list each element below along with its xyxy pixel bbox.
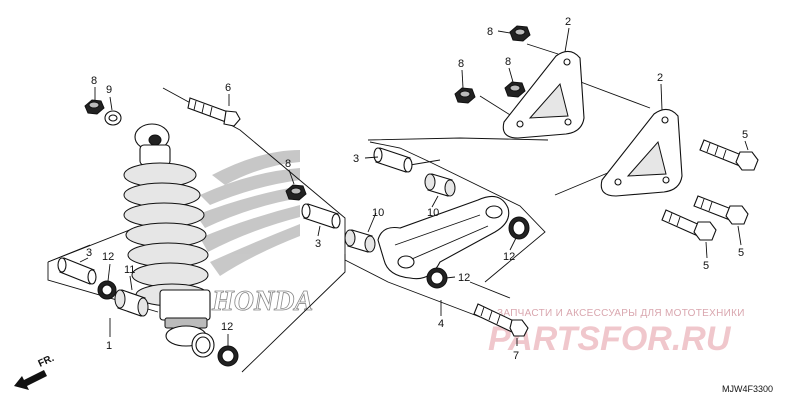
- dust-seal-bottom-2: [217, 345, 239, 367]
- callout-bolt-5-upper: 5: [742, 129, 748, 141]
- shock-link-4: [377, 195, 510, 280]
- callout-washer-9: 9: [106, 84, 112, 96]
- callout-seal-12: 12: [102, 251, 114, 263]
- callout-collar-3-top: 3: [353, 153, 359, 165]
- dust-seal-link-bottom: [426, 267, 448, 289]
- callout-bracket-2-lower: 2: [657, 72, 663, 84]
- honda-wing-logo: [196, 150, 300, 276]
- watermark-text: ЗАПЧАСТИ И АКСЕССУАРЫ ДЛЯ МОТОТЕХНИКИ: [497, 308, 745, 319]
- nut-top-right: [509, 25, 531, 42]
- callout-nut-8: 8: [91, 75, 97, 87]
- front-direction-marker: FR.: [14, 353, 56, 390]
- bolt-5-middle: [693, 195, 749, 225]
- nut-right-a: [454, 87, 476, 104]
- bolt-7: [473, 303, 529, 337]
- bracket-group-outline: [367, 43, 651, 196]
- bolt-5-upper: [699, 139, 759, 171]
- callout-bolt-6: 6: [225, 82, 231, 94]
- callout-nut-8-right-b: 8: [505, 56, 511, 68]
- honda-brand-mark: HONDA: [211, 286, 313, 317]
- callout-bolt-5-lower: 5: [703, 260, 709, 272]
- rear-shock-absorber: [123, 123, 211, 347]
- callout-bolt-7: 7: [513, 350, 519, 362]
- nut-middle: [285, 184, 307, 201]
- callout-shock-1: 1: [106, 340, 112, 352]
- collar-top: [373, 147, 413, 173]
- needle-bearing-10-lower: [344, 229, 376, 253]
- callout-link-4: 4: [438, 318, 444, 330]
- needle-bearing-10-top: [424, 173, 456, 197]
- dust-seal-bottom: [191, 332, 215, 358]
- bracket-2-upper: [502, 50, 585, 139]
- needle-bearing-11: [114, 289, 149, 317]
- nut-upper-left: [84, 99, 105, 115]
- bolt-5-lower: [661, 209, 717, 241]
- dust-seal-link-right: [508, 216, 530, 240]
- callout-nut-8-middle: 8: [285, 158, 291, 170]
- front-label: FR.: [37, 353, 56, 370]
- callout-collar-3-middle: 3: [315, 238, 321, 250]
- callout-bearing-10-lower: 10: [372, 207, 384, 219]
- callout-bearing-10-top: 10: [427, 207, 439, 219]
- leader-lines: [79, 27, 749, 346]
- callout-bearing-11: 11: [124, 264, 135, 276]
- dust-seal-left: [97, 280, 117, 300]
- collar-left: [57, 257, 97, 285]
- callout-nut-8-right-a: 8: [458, 58, 464, 70]
- callout-labels: 8 9 6 3 12 11 1 12 8 3 10 3 10 12 12 4 7…: [86, 16, 748, 362]
- callout-nut-8-top: 8: [487, 26, 493, 38]
- collar-middle: [301, 203, 341, 229]
- callout-collar-3: 3: [86, 247, 92, 259]
- nut-right-b: [504, 81, 526, 98]
- link-group-outline: [344, 141, 546, 321]
- callout-seal-12-link-right: 12: [503, 251, 515, 263]
- watermark-logo: PARTSFOR.RU: [488, 320, 732, 358]
- bracket-2-lower: [600, 108, 683, 197]
- diagram-code: MJW4F3300: [722, 384, 773, 394]
- bolt-6: [187, 97, 241, 127]
- washer-upper-left: [104, 110, 122, 126]
- callout-bolt-5-middle: 5: [738, 247, 744, 259]
- callout-seal-12-bottom: 12: [221, 321, 233, 333]
- callout-seal-12-link-bottom: 12: [458, 272, 470, 284]
- callout-bracket-2-upper: 2: [565, 16, 571, 28]
